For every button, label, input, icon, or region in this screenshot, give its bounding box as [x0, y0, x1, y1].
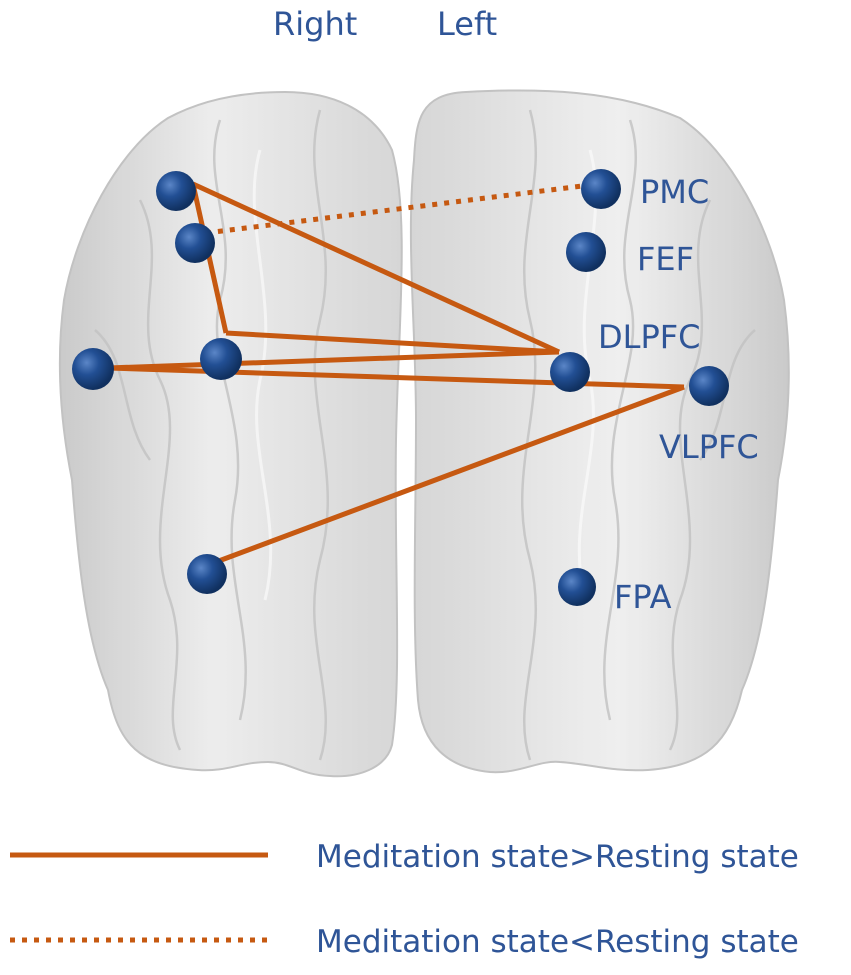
nodes — [72, 169, 729, 606]
node-right-fpa — [187, 554, 227, 594]
brain-illustration — [58, 89, 790, 778]
connection-r-pmc-l-dlpfc — [191, 181, 561, 355]
connection-r-fef-l-pmc — [205, 182, 591, 236]
right-hemisphere — [58, 90, 403, 778]
connection-r-fpa-l-vlpfc — [215, 384, 685, 565]
node-left-vlpfc — [689, 366, 729, 406]
label-dlpfc: DLPFC — [598, 318, 701, 356]
node-right-dlpfc — [200, 338, 242, 380]
label-fpa: FPA — [614, 578, 672, 616]
node-left-dlpfc — [550, 352, 590, 392]
hemisphere-label-right: Right — [273, 5, 357, 43]
label-vlpfc: VLPFC — [659, 428, 759, 466]
legend-solid-label: Meditation state>Resting state — [316, 839, 799, 875]
label-fef: FEF — [637, 240, 694, 278]
node-left-fef — [566, 232, 606, 272]
connection-r-pmc-r-dlpfc — [190, 183, 229, 334]
node-left-fpa — [558, 568, 596, 606]
node-left-pmc — [581, 169, 621, 209]
node-right-fef — [175, 223, 215, 263]
legend: Meditation state>Resting state Meditatio… — [10, 839, 799, 960]
hemisphere-label-left: Left — [437, 5, 497, 43]
legend-dotted-label: Meditation state<Resting state — [316, 924, 799, 960]
node-right-pmc — [156, 171, 196, 211]
connection-r-dlpfc-l-dlpfc — [225, 330, 560, 355]
label-pmc: PMC — [640, 173, 709, 211]
connection-r-vlpfc-l-dlpfc — [107, 349, 560, 371]
node-right-vlpfc — [72, 348, 114, 390]
